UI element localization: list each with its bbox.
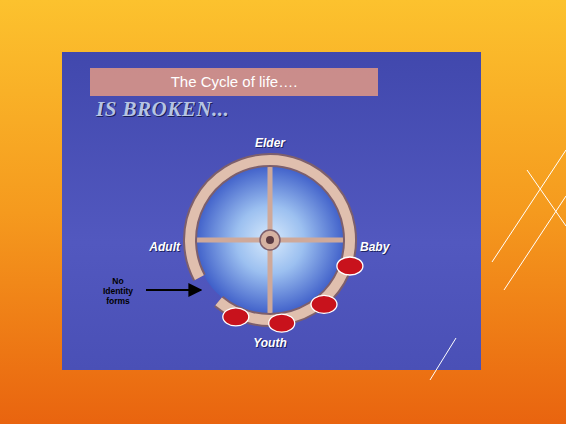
slide-title: The Cycle of life…. [90,68,378,96]
stage-label: Baby [360,240,389,254]
overlay-heading: IS BROKEN... [96,97,229,121]
broken-ring [190,160,350,320]
callout-note: No Identity forms [99,276,137,306]
broken-ring-shadow [190,160,350,320]
photo-panel [62,52,481,370]
stage-label: Adult [149,240,180,254]
stage-label: Youth [253,336,287,350]
wheel-hub [260,230,280,250]
hub-center [266,236,274,244]
red-markers [223,257,363,332]
decorative-lines [430,150,566,380]
pointer-arrow [146,289,201,291]
stage-label: Elder [255,136,285,150]
